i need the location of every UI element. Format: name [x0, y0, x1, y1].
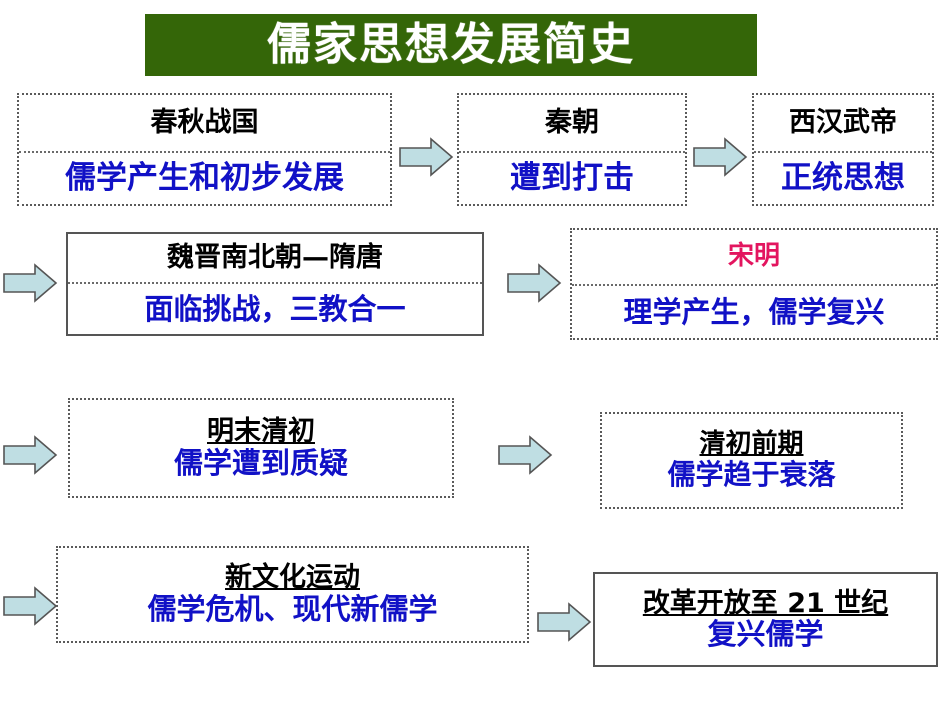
stage-era-label: 春秋战国 [150, 106, 259, 138]
stage-era-label: 新文化运动 [225, 562, 360, 594]
stage-era-pane: 宋明 [572, 230, 936, 286]
stage-box-xihan: 西汉武帝 正统思想 [752, 93, 934, 206]
stage-era-pane: 秦朝 [459, 95, 685, 153]
flow-arrow-icon [2, 262, 58, 304]
stage-era-pane: 西汉武帝 [754, 95, 932, 153]
stage-era-label: 明末清初 [207, 415, 315, 447]
stage-box-gaige: 改革开放至 21 世纪 复兴儒学 [593, 572, 938, 667]
stage-desc-label: 遭到打击 [510, 160, 634, 197]
stage-box-mingmo: 明末清初 儒学遭到质疑 [68, 398, 454, 498]
stage-era-label: 宋明 [727, 241, 780, 272]
stage-era-label: 西汉武帝 [789, 106, 897, 138]
flow-arrow-icon [398, 136, 454, 178]
stage-desc-label: 理学产生，儒学复兴 [623, 294, 885, 329]
stage-era-label: 改革开放至 21 世纪 [642, 587, 889, 619]
stage-box-xinwenhua: 新文化运动 儒学危机、现代新儒学 [56, 546, 529, 643]
stage-desc-label: 正统思想 [781, 160, 905, 197]
stage-desc-pane: 面临挑战，三教合一 [68, 284, 482, 334]
stage-desc-label: 儒学趋于衰落 [667, 458, 836, 492]
stage-desc-pane: 儒学产生和初步发展 [19, 153, 390, 204]
stage-box-chunqiu: 春秋战国 儒学产生和初步发展 [17, 93, 392, 206]
flow-arrow-icon [2, 434, 58, 476]
flow-arrow-icon [2, 585, 58, 627]
slide-title-text: 儒家思想发展简史 [267, 19, 635, 70]
flow-arrow-icon [536, 601, 592, 643]
stage-era-label: 秦朝 [545, 106, 599, 138]
stage-era-label: 清初前期 [699, 429, 804, 460]
stage-desc-label: 儒学遭到质疑 [173, 445, 348, 480]
flow-arrow-icon [692, 136, 748, 178]
stage-desc-label: 儒学产生和初步发展 [65, 160, 344, 197]
stage-desc-pane: 遭到打击 [459, 153, 685, 204]
stage-box-qin: 秦朝 遭到打击 [457, 93, 687, 206]
stage-era-pane: 魏晋南北朝—隋唐 [68, 234, 482, 284]
stage-box-qingchu: 清初前期 儒学趋于衰落 [600, 412, 903, 509]
stage-desc-label: 儒学危机、现代新儒学 [147, 592, 438, 627]
stage-desc-pane: 正统思想 [754, 153, 932, 204]
stage-era-pane: 春秋战国 [19, 95, 390, 153]
stage-desc-pane: 理学产生，儒学复兴 [572, 286, 936, 338]
flow-arrow-icon [497, 434, 553, 476]
stage-desc-label: 复兴儒学 [707, 616, 824, 651]
stage-box-weijin: 魏晋南北朝—隋唐 面临挑战，三教合一 [66, 232, 484, 336]
flow-arrow-icon [506, 262, 562, 304]
stage-era-label: 魏晋南北朝—隋唐 [167, 241, 383, 273]
slide-title-banner: 儒家思想发展简史 [145, 14, 757, 76]
stage-desc-label: 面临挑战，三教合一 [144, 291, 406, 326]
stage-box-songming: 宋明 理学产生，儒学复兴 [570, 228, 938, 340]
